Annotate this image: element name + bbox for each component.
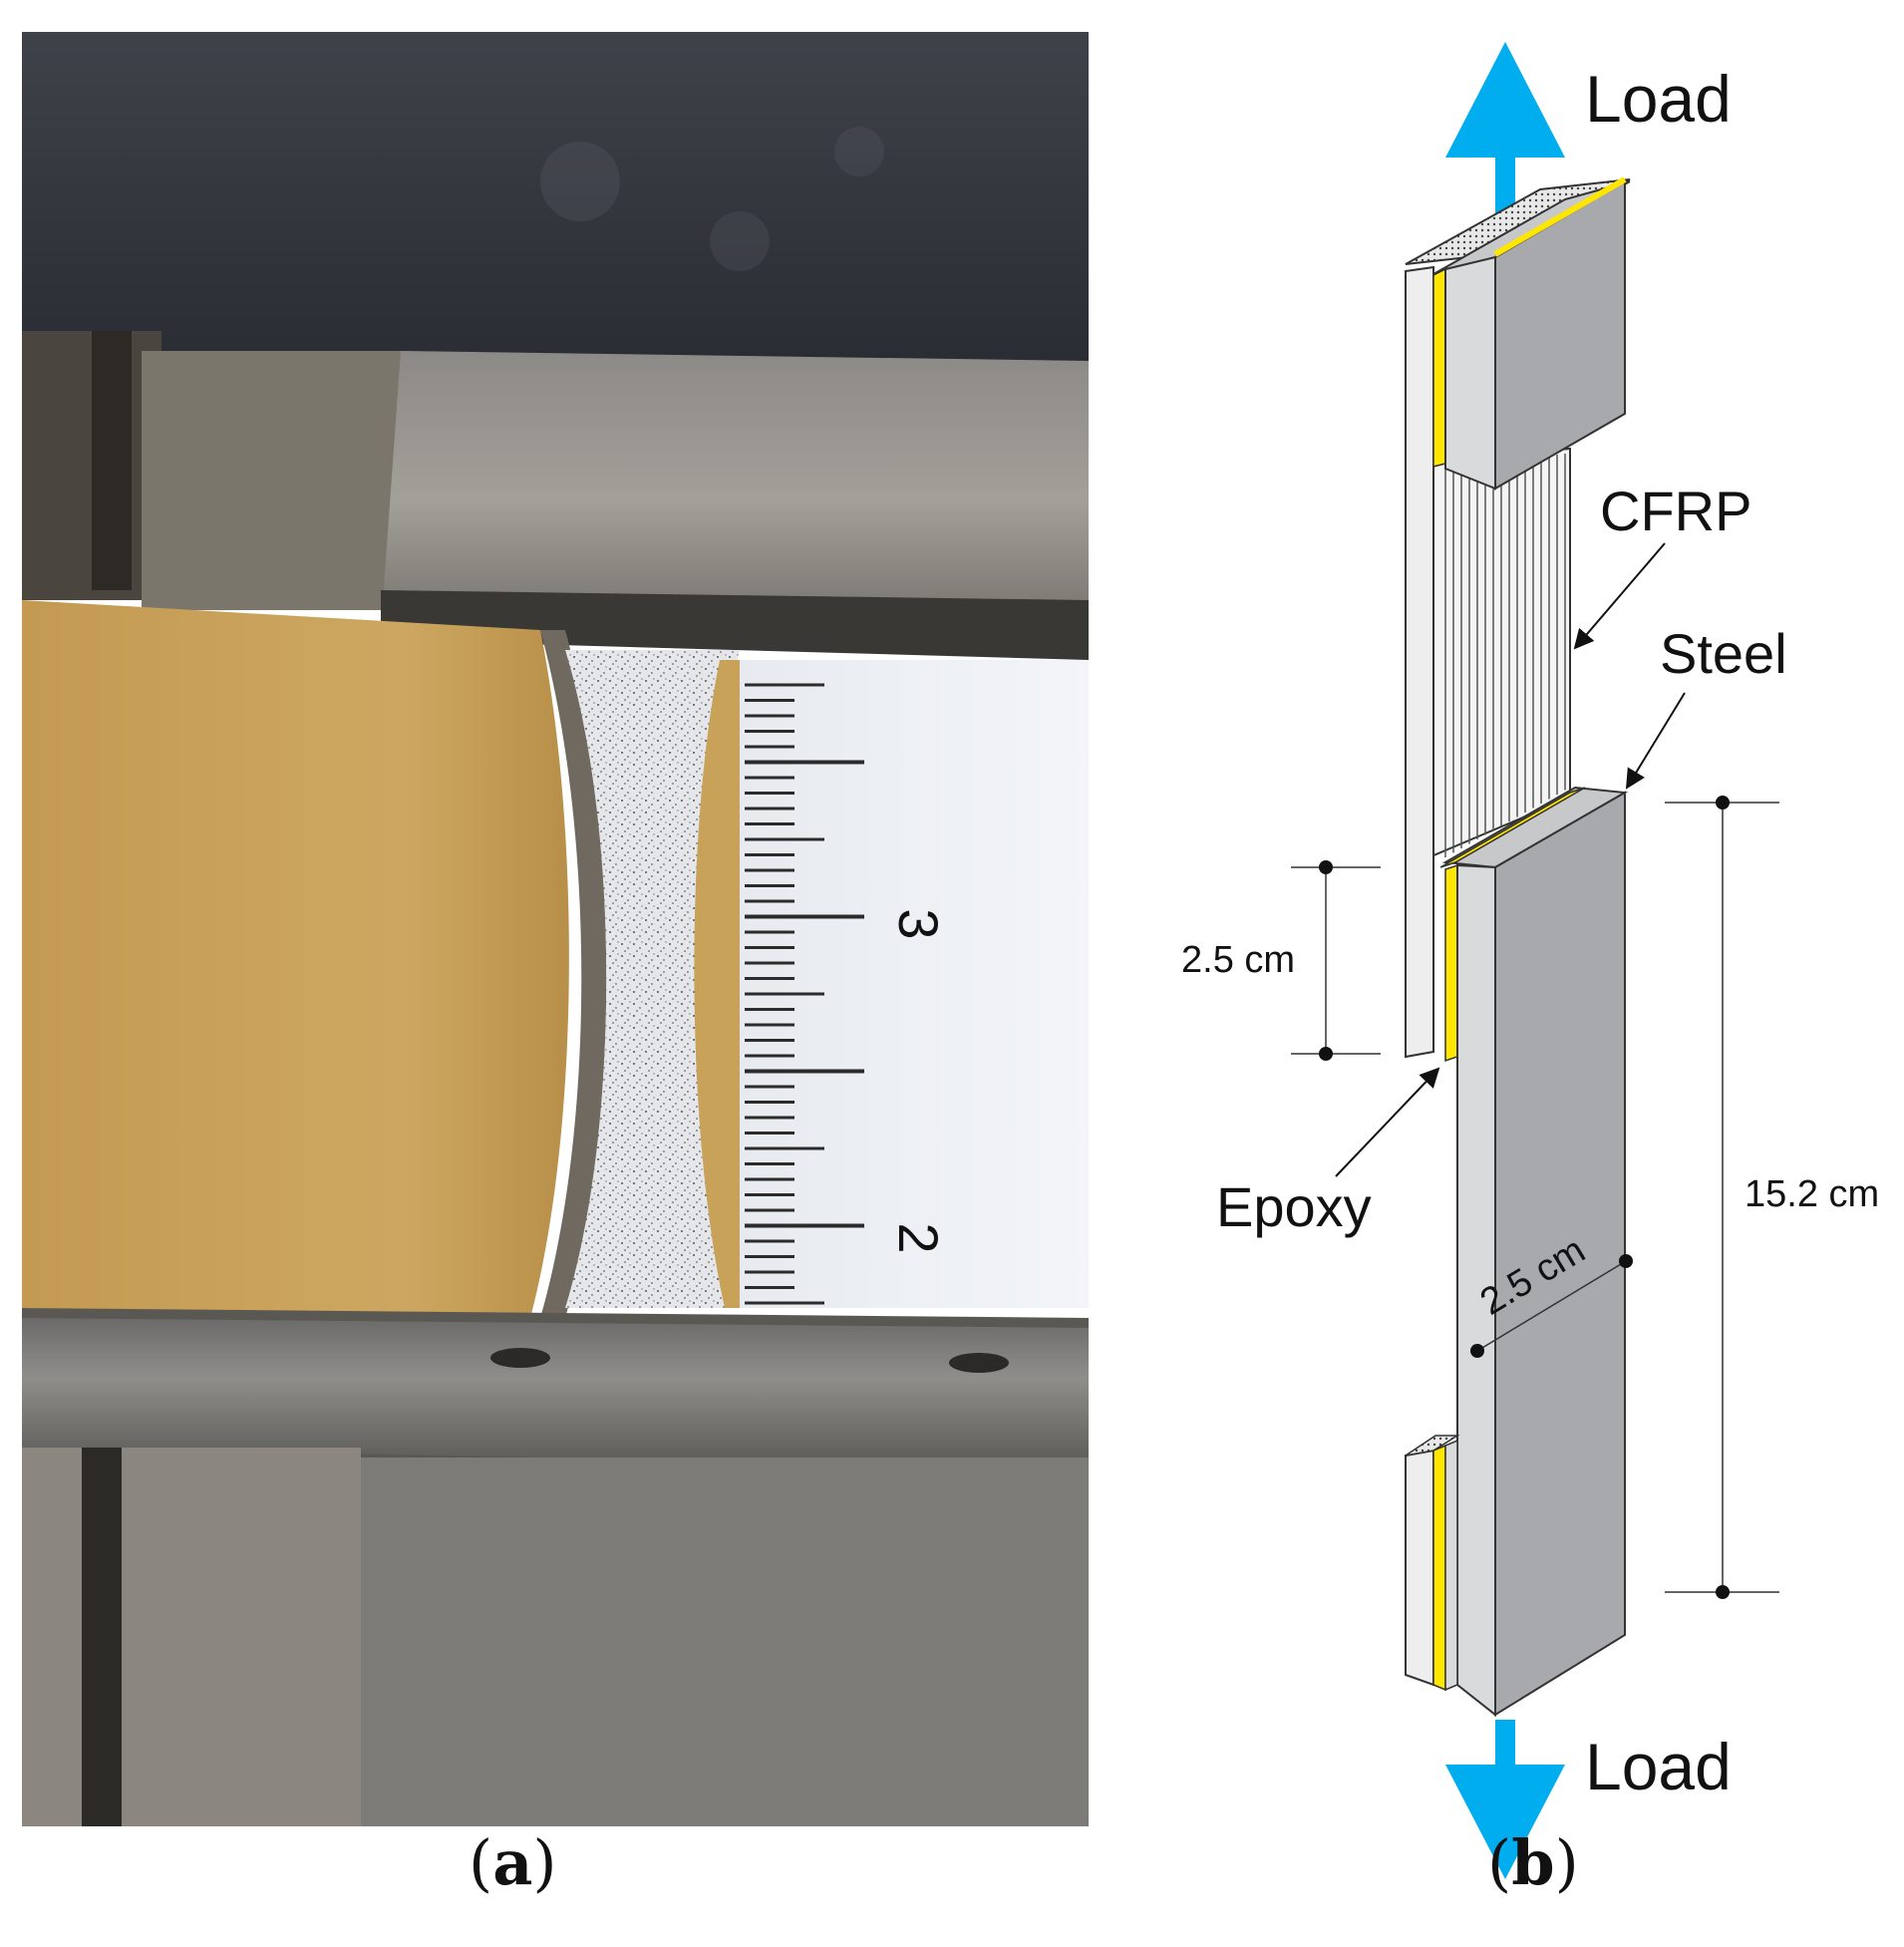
load-arrow-bottom-shaft	[1495, 1720, 1515, 1770]
overlap-dim-label: 2.5 cm	[1181, 939, 1295, 981]
load-arrow-top-head	[1445, 42, 1565, 158]
length-dimension	[1665, 796, 1779, 1599]
epoxy-leader	[1335, 1067, 1440, 1177]
load-label-top: Load	[1585, 62, 1732, 136]
load-arrow-bottom-head	[1445, 1765, 1565, 1879]
steel-leader	[1625, 692, 1686, 790]
overlap-dimension	[1291, 860, 1381, 1061]
lap-joint-schematic: Load	[1181, 42, 1879, 1879]
cfrp-leader	[1573, 542, 1666, 650]
lower-grip-plate	[22, 1318, 1089, 1467]
specimen-coupon-right	[694, 660, 740, 1308]
caption-b: (b)	[1487, 1826, 1579, 1899]
caption-a: (a)	[469, 1826, 557, 1899]
diagram-panel-b: Load	[1097, 0, 1904, 1947]
width-dimension	[1470, 1254, 1633, 1358]
ruler-label-2: 2	[887, 1222, 950, 1253]
load-label-bottom: Load	[1585, 1730, 1732, 1803]
ruler-background	[740, 660, 1089, 1308]
speckle-pattern-region	[565, 650, 740, 1308]
steel-label: Steel	[1660, 622, 1787, 685]
specimen-coupon-left	[22, 600, 569, 1318]
photo-panel-a: 3 2	[22, 32, 1089, 1826]
cfrp-label: CFRP	[1600, 480, 1751, 542]
steel-plate-bottom	[1439, 786, 1629, 1718]
upper-grip-plate	[381, 351, 1089, 650]
cfrp-tab-bottom	[1405, 1435, 1460, 1692]
ruler-ticks	[745, 683, 864, 1305]
steel-block-top	[1405, 176, 1631, 490]
length-dim-label: 15.2 cm	[1745, 1173, 1879, 1215]
ruler-label-3: 3	[887, 908, 950, 939]
dark-background	[22, 32, 1089, 361]
photo-specimen-in-grips: 3 2	[22, 32, 1089, 1826]
epoxy-label: Epoxy	[1216, 1175, 1372, 1238]
